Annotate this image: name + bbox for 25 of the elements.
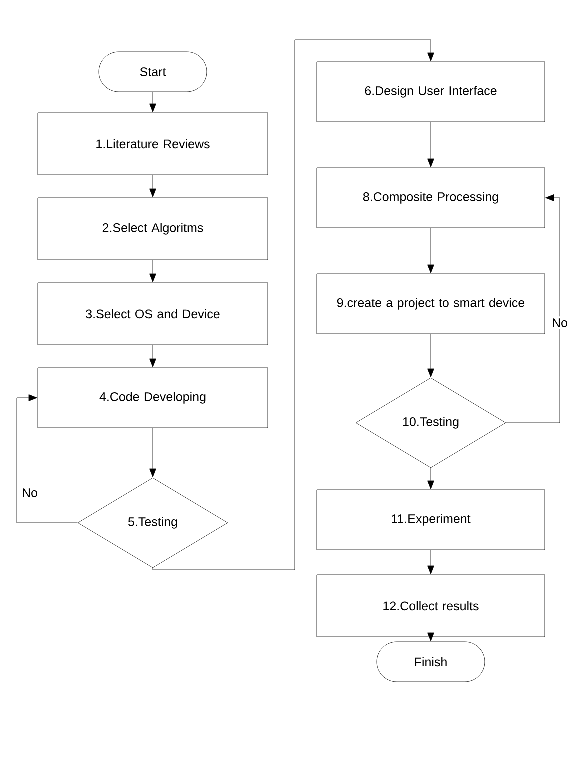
arrow <box>150 175 156 198</box>
edge-label: No <box>20 486 40 500</box>
process-box: 2.Select Algoritms <box>38 198 268 260</box>
process-box: 3.Select OS and Device <box>38 282 268 346</box>
arrow <box>428 468 434 490</box>
process-box: 4.Code Developing <box>38 368 268 428</box>
process-box: 1.Literature Reviews <box>38 112 268 176</box>
process-box: 11.Experiment <box>316 490 546 550</box>
arrow <box>150 92 156 112</box>
arrow <box>150 428 156 478</box>
process-box: 12.Collect results <box>316 574 546 638</box>
arrow <box>150 260 156 282</box>
arrow <box>428 550 434 574</box>
edge-label: No <box>550 316 570 330</box>
process-box: 8.Composite Processing <box>316 168 546 228</box>
arrow <box>152 40 434 570</box>
arrow <box>428 632 434 642</box>
arrow <box>506 194 560 424</box>
arrow <box>428 334 434 378</box>
arrow <box>428 228 434 274</box>
process-box: 6.Design User Interface <box>316 62 546 122</box>
arrow <box>16 394 78 524</box>
arrow <box>428 122 434 168</box>
arrow <box>150 345 156 368</box>
process-box: 9.create a project to smart device <box>316 274 546 334</box>
